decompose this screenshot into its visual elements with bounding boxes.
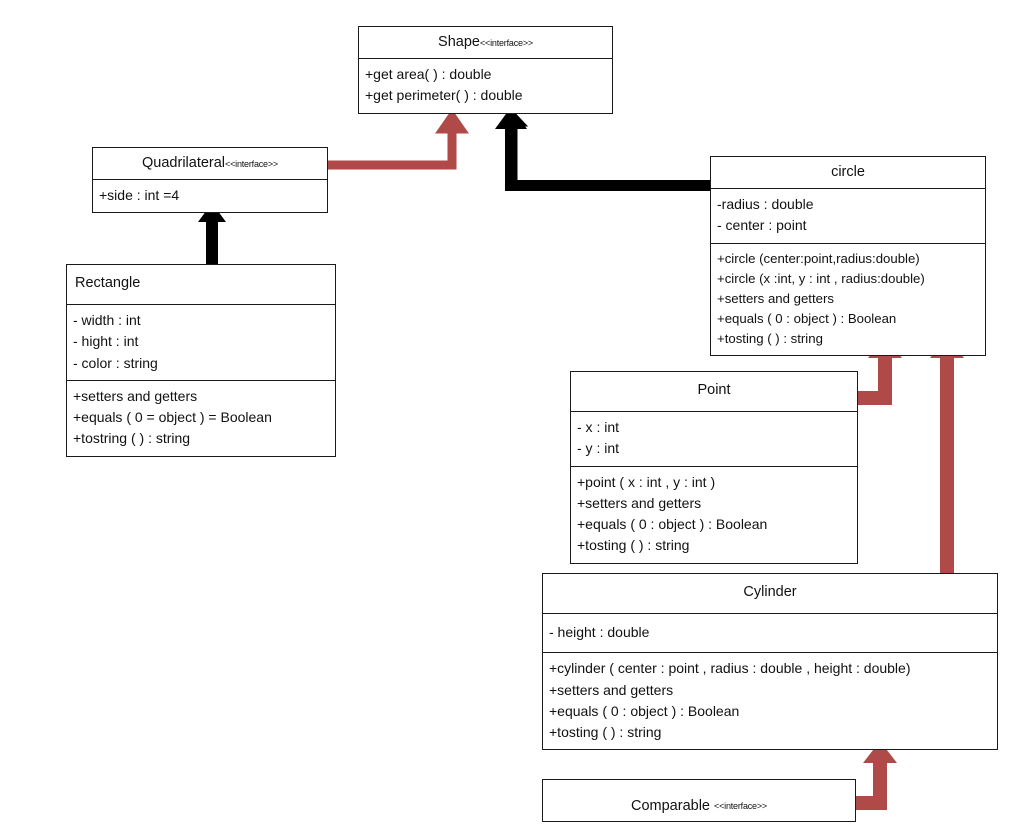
class-box-shape[interactable]: Shape<<interface>> +get area( ) : double…: [358, 26, 613, 114]
method-row: +tostring ( ) : string: [73, 430, 191, 447]
attributes-section-point: - x : int - y : int: [571, 411, 857, 466]
method-row: +setters and getters: [577, 494, 702, 511]
arrow-circle-to-shape: [495, 107, 711, 191]
class-name-circle: circle: [711, 157, 985, 188]
class-name-rectangle: Rectangle: [67, 265, 335, 304]
method-row: +equals ( 0 = object ) = Boolean: [73, 409, 272, 426]
class-title-text: Shape: [438, 34, 480, 50]
arrow-cylinder-to-circle: [930, 336, 964, 574]
attributes-section-cylinder: - height : double: [543, 613, 997, 652]
method-row: +equals ( 0 : object ) : Boolean: [549, 702, 740, 719]
class-box-comparable[interactable]: Comparable <<interface>>: [542, 779, 856, 822]
class-name-point: Point: [571, 372, 857, 411]
class-title-text: Quadrilateral: [142, 155, 226, 171]
methods-section-point: +point ( x : int , y : int ) +setters an…: [571, 465, 857, 563]
methods-section-cylinder: +cylinder ( center : point , radius : do…: [543, 652, 997, 749]
attribute-row: - color : string: [73, 354, 158, 371]
class-title-text: Point: [697, 382, 731, 398]
method-row: +equals ( 0 : object ) : Boolean: [577, 516, 768, 533]
class-title-text: Rectangle: [75, 275, 141, 291]
class-name-shape: Shape<<interface>>: [359, 27, 612, 58]
class-name-quadrilateral: Quadrilateral<<interface>>: [93, 148, 327, 179]
attribute-row: - y : int: [577, 440, 620, 457]
method-row: +setters and getters: [73, 387, 198, 404]
method-row: +tosting ( ) : string: [717, 330, 823, 346]
method-row: +get perimeter( ) : double: [365, 87, 523, 104]
method-row: +get area( ) : double: [365, 66, 492, 83]
attributes-section-quadrilateral: +side : int =4: [93, 179, 327, 212]
attribute-row: -radius : double: [717, 196, 814, 213]
class-title-text: Comparable: [631, 798, 710, 815]
method-row: +circle (x :int, y : int , radius:double…: [717, 270, 925, 286]
class-stereotype-text: <<interface>>: [714, 800, 767, 811]
attribute-row: - width : int: [73, 312, 141, 329]
methods-section-circle: +circle (center:point,radius:double) +ci…: [711, 242, 985, 355]
attribute-row: - hight : int: [73, 333, 139, 350]
attribute-row: - height : double: [549, 624, 650, 641]
class-box-cylinder[interactable]: Cylinder - height : double +cylinder ( c…: [542, 573, 998, 751]
class-title-text: Cylinder: [743, 584, 797, 600]
method-row: +setters and getters: [717, 290, 834, 306]
attributes-section-rectangle: - width : int - hight : int - color : st…: [67, 304, 335, 380]
attributes-section-circle: -radius : double - center : point: [711, 188, 985, 243]
class-box-circle[interactable]: circle -radius : double - center : point…: [710, 156, 986, 356]
class-title-text: circle: [831, 164, 865, 180]
class-box-rectangle[interactable]: Rectangle - width : int - hight : int - …: [66, 264, 336, 457]
class-name-cylinder: Cylinder: [543, 574, 997, 613]
method-row: +circle (center:point,radius:double): [717, 250, 920, 266]
class-name-comparable: Comparable <<interface>>: [543, 780, 855, 827]
attribute-row: - center : point: [717, 217, 807, 234]
method-row: +tosting ( ) : string: [577, 537, 690, 554]
arrow-quadrilateral-to-shape: [326, 109, 469, 170]
class-stereotype-text: <<interface>>: [479, 38, 533, 48]
attribute-row: +side : int =4: [99, 187, 180, 204]
method-row: +point ( x : int , y : int ): [577, 473, 716, 490]
method-row: +setters and getters: [549, 681, 674, 698]
method-row: +tosting ( ) : string: [549, 724, 662, 741]
method-row: +cylinder ( center : point , radius : do…: [549, 660, 911, 677]
attribute-row: - x : int: [577, 419, 620, 436]
class-box-quadrilateral[interactable]: Quadrilateral<<interface>> +side : int =…: [92, 147, 328, 213]
arrow-comparable-to-cylinder: [855, 741, 897, 810]
class-stereotype-text: <<interface>>: [225, 159, 278, 169]
method-row: +equals ( 0 : object ) : Boolean: [717, 310, 897, 326]
methods-section-shape: +get area( ) : double +get perimeter( ) …: [359, 58, 612, 113]
methods-section-rectangle: +setters and getters +equals ( 0 = objec…: [67, 379, 335, 456]
class-box-point[interactable]: Point - x : int - y : int +point ( x : i…: [570, 371, 858, 564]
